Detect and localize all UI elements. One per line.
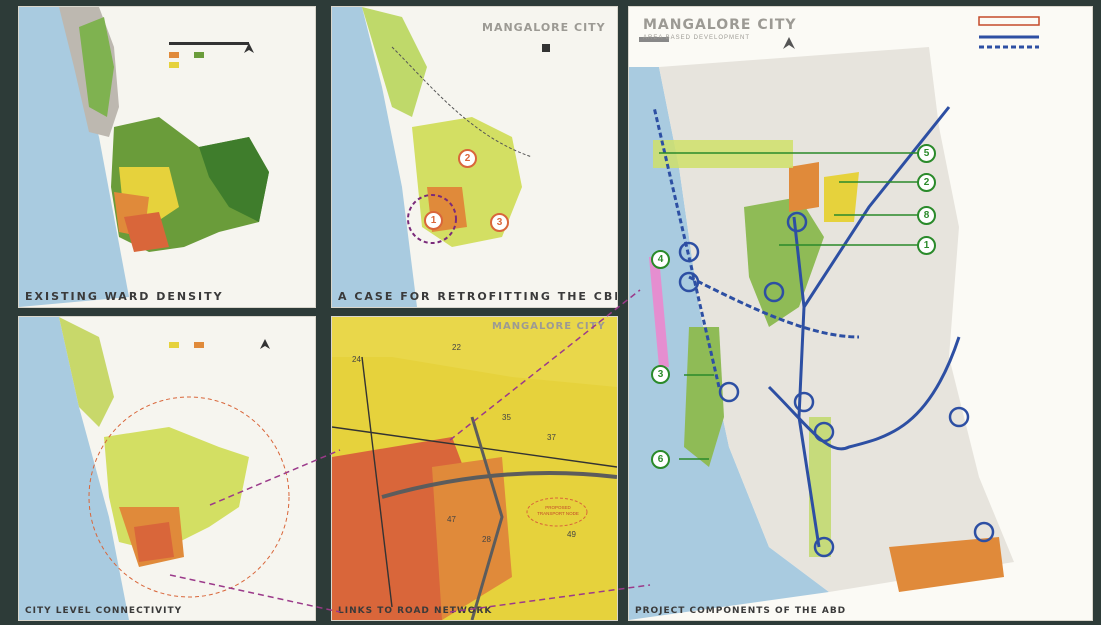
cbd-marker-3: 3	[490, 213, 509, 232]
road-network-map	[332, 317, 617, 620]
panel-ward-density: EXISTING WARD DENSITY	[18, 6, 316, 308]
ward-37: 37	[547, 433, 556, 442]
panel-road-links: MANGALORE CITY PROPOSED TRANSPORT NODE 2…	[331, 316, 618, 621]
caption-ward-density: EXISTING WARD DENSITY	[25, 290, 224, 303]
panel-abd: MANGALORE CITY AREA BASED DEVELOPMENT 5 …	[628, 6, 1093, 621]
abd-title: MANGALORE CITY	[643, 17, 797, 33]
caption-cbd: A CASE FOR RETROFITTING THE CBD	[338, 290, 618, 303]
component-4-marker: 4	[651, 250, 670, 269]
component-3-marker: 3	[651, 365, 670, 384]
ward-47: 47	[447, 515, 456, 524]
cbd-marker-1: 1	[424, 211, 443, 230]
abd-subtitle: AREA BASED DEVELOPMENT	[643, 35, 751, 41]
north-arrow-icon	[244, 43, 254, 53]
component-1-marker: 1	[917, 236, 936, 255]
caption-abd: PROJECT COMPONENTS OF THE ABD	[635, 606, 847, 616]
north-arrow-icon	[783, 37, 795, 49]
abd-map	[629, 7, 1092, 620]
connectivity-map	[19, 317, 315, 620]
north-arrow-icon	[542, 44, 550, 52]
component-8-marker: 8	[917, 206, 936, 225]
proposed-transport-label: PROPOSED TRANSPORT NODE	[537, 505, 579, 516]
ward-49: 49	[567, 530, 576, 539]
scale-bar-icon	[169, 42, 249, 45]
ward-35: 35	[502, 413, 511, 422]
panel-cbd: MANGALORE CITY 1 2 3 A CASE FOR RETROFIT…	[331, 6, 618, 308]
component-5-marker: 5	[917, 144, 936, 163]
cbd-title: MANGALORE CITY	[482, 21, 606, 34]
road-title: MANGALORE CITY	[492, 321, 606, 332]
north-arrow-icon	[260, 339, 270, 349]
cbd-marker-2: 2	[458, 149, 477, 168]
caption-connectivity: CITY LEVEL CONNECTIVITY	[25, 606, 183, 616]
component-2-marker: 2	[917, 173, 936, 192]
component-6-marker: 6	[651, 450, 670, 469]
ward-24: 24	[352, 355, 361, 364]
ward-density-map	[19, 7, 315, 307]
ward-28: 28	[482, 535, 491, 544]
ward-22: 22	[452, 343, 461, 352]
panel-connectivity: CITY LEVEL CONNECTIVITY	[18, 316, 316, 621]
caption-road-links: LINKS TO ROAD NETWORK	[338, 606, 493, 616]
